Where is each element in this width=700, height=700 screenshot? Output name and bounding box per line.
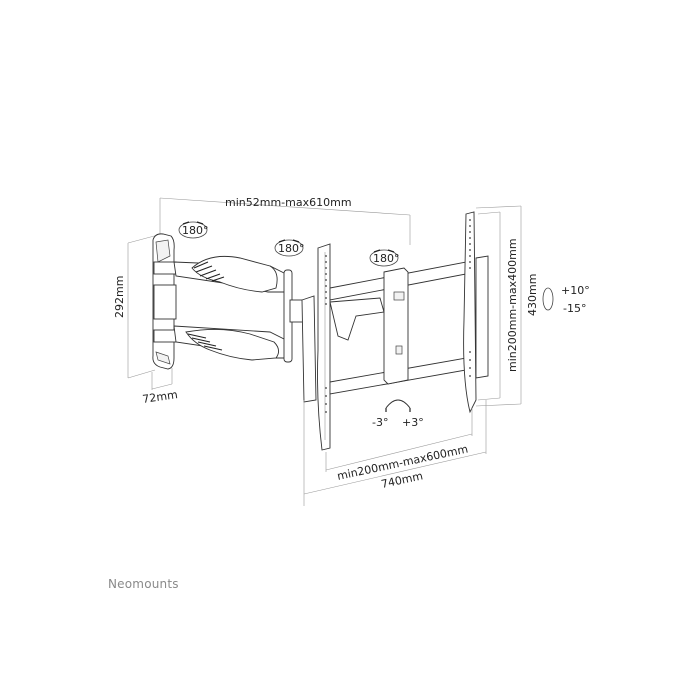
wall-plate bbox=[152, 233, 177, 370]
left-vertical-rail bbox=[301, 243, 331, 451]
tilt-down-label: -15° bbox=[563, 302, 586, 315]
swivel-indicator-1: 180° bbox=[178, 221, 209, 239]
wall-plate-depth-dimension: 72mm bbox=[142, 368, 179, 406]
vesa-vertical-label: min200mm-max400mm bbox=[506, 238, 519, 372]
lower-arm bbox=[173, 325, 291, 361]
rotate-right-label: +3° bbox=[402, 416, 424, 429]
swivel-indicator-3: 180° bbox=[369, 249, 400, 267]
swivel-1-label: 180° bbox=[182, 224, 209, 237]
right-vertical-rail bbox=[463, 211, 489, 414]
rotation-indicator: -3° +3° bbox=[372, 399, 424, 429]
swivel-indicator-2: 180° bbox=[274, 239, 305, 257]
swivel-3-label: 180° bbox=[373, 252, 400, 265]
brand-logo: Neomounts bbox=[108, 577, 179, 591]
wall-plate-height-dimension: 292mm bbox=[113, 234, 159, 379]
rotate-left-label: -3° bbox=[372, 416, 388, 429]
arm-extension-label: min52mm-max610mm bbox=[225, 196, 352, 209]
bracket-height-dimension: 430mm bbox=[475, 205, 539, 407]
upper-arm bbox=[173, 255, 291, 293]
tilt-indicator: +10° -15° bbox=[542, 284, 590, 315]
wall-plate-height-label: 292mm bbox=[113, 276, 126, 318]
vesa-horizontal-dimension: min200mm-max600mm bbox=[325, 408, 473, 483]
center-carriage bbox=[383, 267, 409, 385]
swivel-2-label: 180° bbox=[278, 242, 305, 255]
wall-plate-depth-label: 72mm bbox=[142, 388, 179, 406]
bracket-height-label: 430mm bbox=[526, 274, 539, 316]
arm-extension-dimension: min52mm-max610mm bbox=[159, 196, 411, 245]
vesa-vertical-dimension: min200mm-max400mm bbox=[477, 211, 519, 401]
tilt-up-label: +10° bbox=[561, 284, 590, 297]
